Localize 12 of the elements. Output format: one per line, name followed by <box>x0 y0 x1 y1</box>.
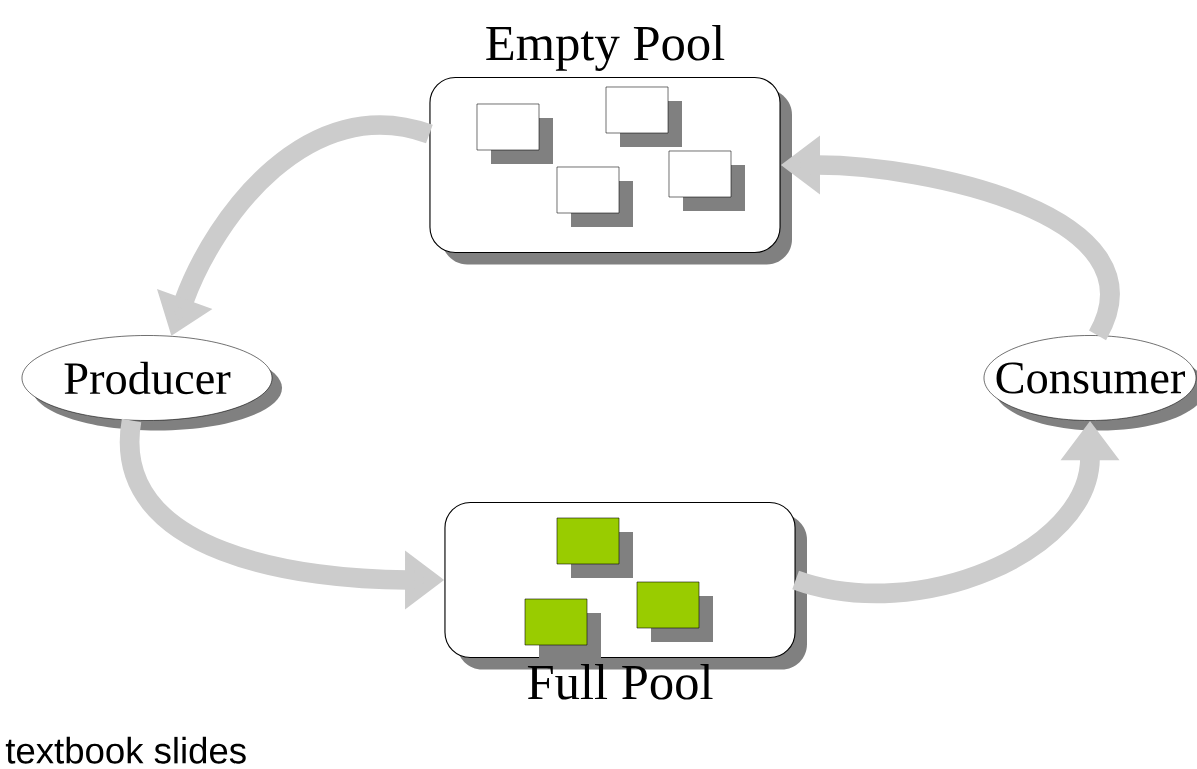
ellipse-node: Consumer <box>983 335 1197 431</box>
node-label: Empty Pool <box>486 24 725 71</box>
node-label: Full Pool <box>527 664 713 700</box>
small-box <box>668 150 745 211</box>
small-box <box>476 103 553 164</box>
small-box <box>524 598 601 659</box>
small-box <box>556 166 633 227</box>
ellipse-node: Producer <box>21 335 283 431</box>
small-box <box>605 86 682 147</box>
note-text: textbook slides <box>5 736 246 764</box>
small-box <box>556 517 633 578</box>
small-box <box>636 581 713 642</box>
